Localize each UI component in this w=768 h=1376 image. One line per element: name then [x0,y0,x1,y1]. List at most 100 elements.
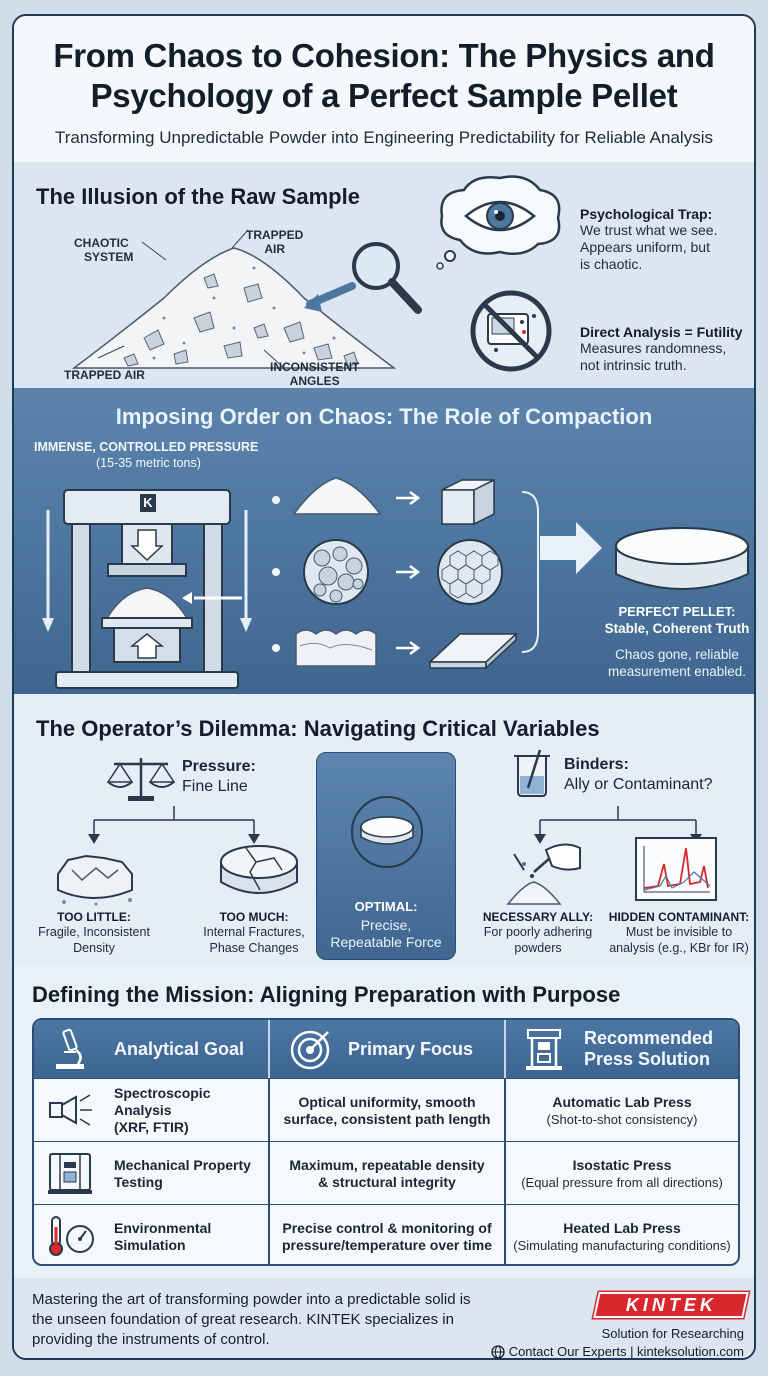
section-title-mission: Defining the Mission: Aligning Preparati… [32,982,621,1007]
pressure-branch-lines [88,806,260,844]
table-row: Mechanical Property Testing Maximum, rep… [34,1141,738,1204]
spectrum-chart-icon [635,837,717,901]
cell-solution: Isostatic Press (Equal pressure from all… [506,1142,738,1205]
label-trapped-air-bottom: TRAPPED AIR [64,368,145,382]
thermometer-gauge-icon [49,1216,94,1256]
psychological-trap-note: Psychological Trap: We trust what we see… [580,206,750,273]
focus-line1: Precise control & monitoring of [282,1219,492,1236]
goal-line1: Spectroscopic Analysis [114,1085,211,1118]
solution-note: (Simulating manufacturing conditions) [513,1237,731,1253]
header: From Chaos to Cohesion: The Physics and … [14,16,754,162]
label-inconsistent-line2: ANGLES [289,374,340,388]
too-much-line-2: Phase Changes [209,941,299,955]
too-little-caption: TOO LITTLE: Fragile, Inconsistent Densit… [24,910,164,956]
powder-pile-illustration [71,229,397,369]
pressure-subheading: Fine Line [182,778,248,795]
section-raw-sample: The Illusion of the Raw Sample [14,162,754,388]
footer-line-1: Mastering the art of transforming powder… [32,1291,471,1308]
pressure-heading: Pressure: Fine Line [182,758,256,796]
pellet-subheading: Stable, Coherent Truth [604,621,750,636]
microscope-icon [56,1028,84,1069]
header-solution-line2: Press Solution [584,1049,711,1069]
header-solution-line1: Recommended [584,1028,714,1048]
press-icon [526,1029,562,1070]
pressure-label: IMMENSE, CONTROLLED PRESSURE [34,440,259,454]
cell-focus: Maximum, repeatable density & structural… [270,1142,504,1205]
label-inconsistent-line1: INCONSISTENT [270,360,360,374]
contact-link[interactable]: Contact Our Experts | kinteksolution.com [491,1344,744,1359]
necessary-ally-caption: NECESSARY ALLY: For poorly adhering powd… [470,910,606,956]
trap-line-2: Appears uniform, but [580,239,710,255]
cell-goal: Environmental Simulation [114,1205,264,1264]
table-row: Spectroscopic Analysis (XRF, FTIR) Optic… [34,1078,738,1141]
header-primary-focus: Primary Focus [348,1038,474,1059]
solution-name: Isostatic Press [572,1156,672,1173]
futility-heading: Direct Analysis = Futility [580,324,743,340]
optimal-body: Precise, Repeatable Force [317,917,455,951]
goal-line1: Environmental [114,1219,212,1236]
goal-line2: (XRF, FTIR) [114,1119,189,1135]
focus-line2: surface, consistent path length [283,1110,491,1127]
footer-line-2: the unseen foundation of great research.… [32,1311,454,1328]
beaker-icon [514,749,550,797]
pellet-heading: PERFECT PELLET: [618,604,736,619]
logo-text: KINTEK [625,1294,717,1315]
binders-heading: Binders: Ally or Contaminant? [564,756,713,794]
optimal-pellet-icon [351,796,423,868]
pressure-range: (15-35 metric tons) [96,456,201,470]
solution-note: (Equal pressure from all directions) [521,1174,723,1190]
ally-line-1: For poorly adhering [483,925,593,939]
cell-goal: Spectroscopic Analysis (XRF, FTIR) [114,1079,264,1142]
header-press-solution: Recommended Press Solution [584,1020,713,1078]
solution-name: Heated Lab Press [563,1219,681,1236]
balance-scale-icon [106,758,176,801]
binders-heading-text: Binders: [564,756,629,773]
hidden-contaminant-caption: HIDDEN CONTAMINANT: Must be invisible to… [604,910,754,956]
press-solution-table: Analytical Goal Primary Focus [32,1018,740,1266]
label-trapped-top-line1: TRAPPED [246,228,304,242]
perfect-pellet-caption: PERFECT PELLET: Stable, Coherent Truth C… [602,604,752,680]
focus-line1: Optical uniformity, smooth [298,1093,476,1110]
contaminant-heading: HIDDEN CONTAMINANT: [608,910,750,924]
section-title-compaction: Imposing Order on Chaos: The Role of Com… [115,404,653,429]
globe-icon [491,1344,505,1358]
perfect-pellet-illustration [540,522,749,590]
testing-machine-icon [48,1153,92,1194]
compaction-steps-illustration [272,477,539,670]
contact-text: Contact Our Experts | kinteksolution.com [508,1344,744,1359]
cell-focus: Optical uniformity, smooth surface, cons… [270,1079,504,1142]
futility-line-2: not intrinsic truth. [580,357,687,373]
label-chaotic-line2: SYSTEM [84,250,134,264]
too-much-heading: TOO MUCH: [219,910,289,924]
goal-line2: Simulation [114,1236,186,1253]
goal-line1: Mechanical Property [114,1156,251,1173]
contaminant-line-2: analysis (e.g., KBr for IR) [609,941,749,955]
title-line-2: Psychology of a Perfect Sample Pellet [90,77,678,114]
eye-thought-bubble-icon [436,175,561,270]
section-operator-dilemma: The Operator’s Dilemma: Navigating Criti… [14,694,754,966]
kintek-logo: KINTEK [593,1292,749,1318]
prohibited-analysis-icon [470,290,552,372]
footer: Mastering the art of transforming powder… [14,1278,754,1359]
contaminant-line-1: Must be invisible to [625,925,733,939]
infographic-frame: From Chaos to Cohesion: The Physics and … [12,14,756,1360]
header-analytical-goal: Analytical Goal [114,1038,245,1059]
title-line-1: From Chaos to Cohesion: The Physics and [53,37,715,74]
crumbling-pellet-icon [57,854,133,906]
footer-tagline: Solution for Researching [601,1326,744,1341]
goal-line2: Testing [114,1173,163,1190]
section-compaction: Imposing Order on Chaos: The Role of Com… [14,388,754,694]
fractured-pellet-icon [220,845,298,894]
target-icon [290,1030,330,1070]
solution-note: (Shot-to-shot consistency) [546,1111,698,1127]
magnifier-icon [304,242,422,314]
optimal-line-2: Repeatable Force [330,934,442,950]
cell-goal: Mechanical Property Testing [114,1142,264,1205]
optimal-line-1: Precise, [360,917,412,933]
trap-line-1: We trust what we see. [580,222,718,238]
cell-solution: Heated Lab Press (Simulating manufacturi… [506,1205,738,1264]
ally-heading: NECESSARY ALLY: [482,910,594,924]
binders-subheading: Ally or Contaminant? [564,776,713,793]
pellet-note-1: Chaos gone, reliable [615,647,739,662]
too-much-line-1: Internal Fractures, [203,925,305,939]
